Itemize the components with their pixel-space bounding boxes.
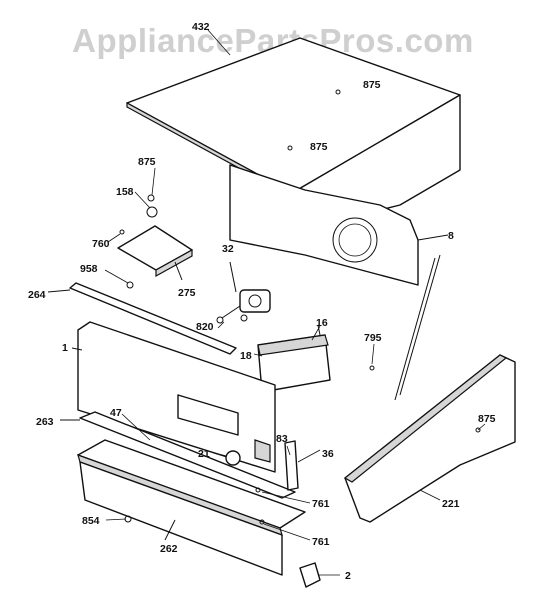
side-strip xyxy=(284,440,299,491)
callout-875-a: 875 xyxy=(363,79,381,91)
callout-958: 958 xyxy=(80,263,98,275)
callout-18: 18 xyxy=(240,350,252,362)
callout-1: 1 xyxy=(62,342,68,354)
callout-262: 262 xyxy=(160,543,178,555)
callout-875-d: 875 xyxy=(478,413,496,425)
callout-875-c: 875 xyxy=(138,156,156,168)
callout-820: 820 xyxy=(196,321,214,333)
knob-21 xyxy=(213,450,241,466)
callout-760: 760 xyxy=(92,238,110,250)
callout-875-b: 875 xyxy=(310,141,328,153)
leader-lines xyxy=(104,29,486,576)
side-bracket-221 xyxy=(343,254,516,523)
rear-panel xyxy=(229,164,449,286)
control-panel xyxy=(71,321,276,473)
control-board xyxy=(257,324,331,393)
callout-36: 36 xyxy=(322,448,334,460)
bracket-275 xyxy=(117,225,193,281)
lower-trim-262 xyxy=(77,439,306,576)
callout-158: 158 xyxy=(116,186,134,198)
callout-432: 432 xyxy=(192,21,210,33)
callout-8: 8 xyxy=(448,230,454,242)
callout-47: 47 xyxy=(110,407,122,419)
callout-263: 263 xyxy=(36,416,54,428)
switch-assembly xyxy=(216,261,271,324)
callout-221: 221 xyxy=(442,498,460,510)
callout-761-a: 761 xyxy=(312,498,330,510)
callout-32: 32 xyxy=(222,243,234,255)
callout-761-b: 761 xyxy=(312,536,330,548)
callout-16: 16 xyxy=(316,317,328,329)
callout-854: 854 xyxy=(82,515,100,527)
clip-2 xyxy=(299,562,321,588)
rod-264 xyxy=(47,282,237,355)
callout-2: 2 xyxy=(345,570,351,582)
trim-strip xyxy=(60,411,296,499)
callout-795: 795 xyxy=(364,332,382,344)
callout-275: 275 xyxy=(178,287,196,299)
callout-83: 83 xyxy=(276,433,288,445)
callout-264: 264 xyxy=(28,289,46,301)
callout-labels: 432 875 875 875 158 8 760 32 958 275 264… xyxy=(28,21,496,582)
callout-21: 21 xyxy=(198,448,210,460)
